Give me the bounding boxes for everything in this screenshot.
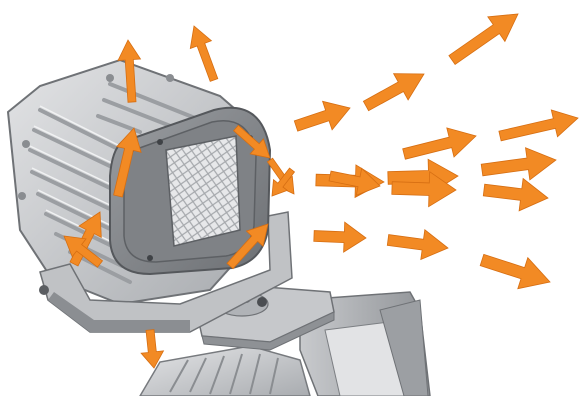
orange-arrow-icon [480,254,550,288]
orange-arrow-icon [483,179,548,211]
orange-arrow-icon [481,148,556,180]
orange-arrow-icon [329,168,380,195]
orange-arrow-icon [190,26,218,81]
orange-arrow-icon [387,230,448,260]
orange-arrow-icon [499,110,578,141]
orange-arrow-icon [449,14,518,64]
second-floodlight [140,346,310,396]
orange-arrow-icon [403,128,476,159]
orange-arrow-icon [314,222,366,252]
orange-arrow-icon [363,74,424,111]
orange-arrow-icon [294,101,350,131]
